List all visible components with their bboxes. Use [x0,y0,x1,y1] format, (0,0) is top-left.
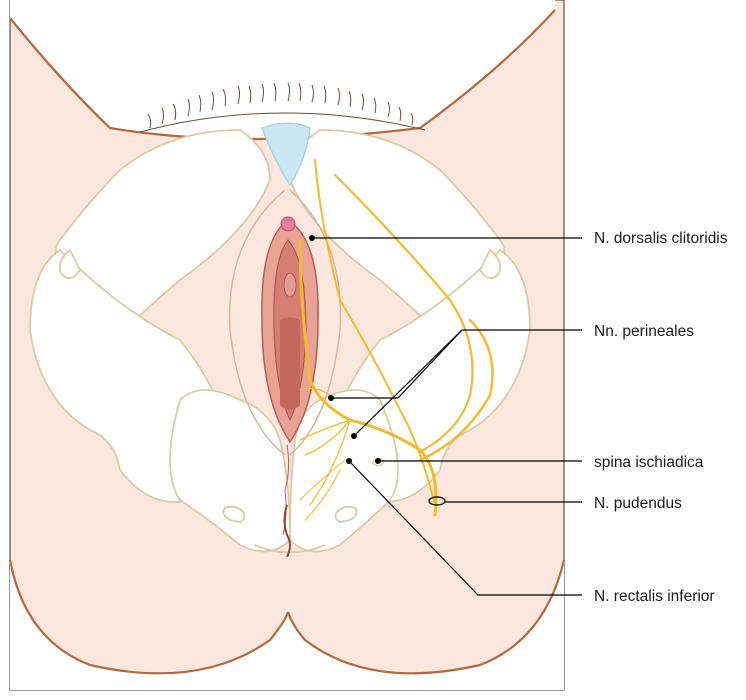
label-pudendus: N. pudendus [594,495,682,512]
clitoris [281,217,295,231]
label-rectalis-inferior: N. rectalis inferior [594,588,715,605]
label-spina-ischiadica: spina ischiadica [594,454,704,471]
label-dorsalis-clitoridis: N. dorsalis clitoridis [594,230,728,247]
label-perineales: Nn. perineales [594,323,694,340]
